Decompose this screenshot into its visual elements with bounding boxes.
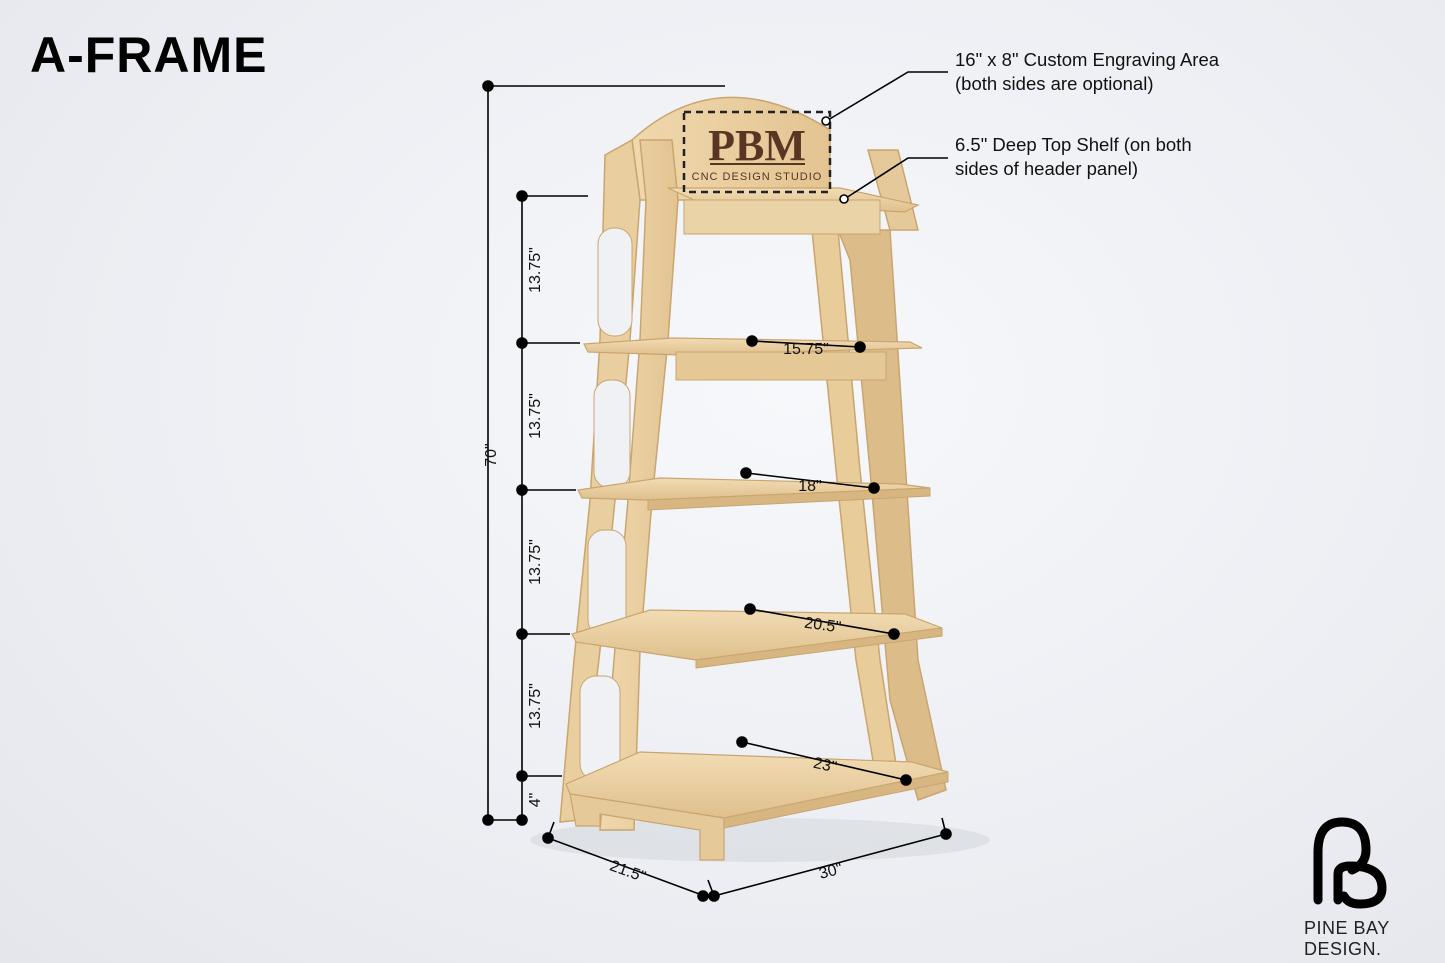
shelf-2-edge: [647, 487, 931, 511]
base-height-label: 4": [527, 793, 544, 808]
shelf-1-front: [675, 351, 887, 381]
spacing-dot-6: [516, 814, 528, 826]
shelf-width-label-4: 23": [812, 755, 839, 777]
spacing-label-2: 13.75": [527, 393, 544, 439]
callout-leaders: [821, 71, 948, 204]
shelf-width-line-4: [741, 741, 907, 781]
spacing-dot-5: [516, 770, 528, 782]
shelf-width-dot-2b: [868, 482, 880, 494]
width-label: 30": [817, 860, 844, 882]
base-skirt: [569, 793, 725, 861]
width-dot-1: [708, 890, 720, 902]
engraving-callout-line2: (both sides are optional): [955, 73, 1154, 94]
engraving-callout: 16" x 8" Custom Engraving Area (both sid…: [955, 48, 1219, 96]
side-panel: [579, 227, 633, 781]
spacing-label-3: 13.75": [527, 539, 544, 585]
ground-shadow: [530, 818, 990, 862]
spacing-label-4: 13.75": [527, 683, 544, 729]
top-shelf-callout: 6.5" Deep Top Shelf (on both sides of he…: [955, 133, 1192, 181]
spacing-dot-4: [516, 628, 528, 640]
top-shelf-leader-end: [839, 194, 849, 204]
spacing-dot-2: [516, 337, 528, 349]
total-height-dot-top: [482, 80, 494, 92]
shelf-width-dot-1a: [746, 335, 758, 347]
depth-line: [547, 837, 703, 896]
dimension-lines: [482, 80, 952, 902]
engraving-subtitle: CNC DESIGN STUDIO: [692, 171, 823, 183]
pb-monogram-icon: [1313, 817, 1387, 909]
header-panel: [631, 96, 831, 201]
spacing-label-1: 13.75": [527, 247, 544, 293]
engraving-area: PBM CNC DESIGN STUDIO: [682, 110, 832, 194]
brand-name: PINE BAY DESIGN.: [1304, 918, 1390, 959]
engraving-leader: [827, 71, 948, 121]
shelf-width-dot-1b: [854, 341, 866, 353]
shelf-3-edge: [695, 627, 943, 669]
engraving-callout-line1: 16" x 8" Custom Engraving Area: [955, 49, 1220, 70]
depth-dot-2: [697, 890, 709, 902]
engraving-initials: PBM: [708, 121, 806, 170]
top-shelf-back: [683, 199, 881, 235]
shelf-width-dot-3b: [888, 628, 900, 640]
shelf-width-line-1: [751, 340, 861, 348]
shelf-width-dot-4b: [900, 774, 912, 786]
total-height-label: 70": [483, 443, 500, 466]
top-shelf-leader: [845, 157, 948, 199]
shelf-width-label-2: 18": [798, 478, 821, 495]
depth-dot-1: [542, 832, 554, 844]
shelves: [565, 187, 949, 861]
shelf-width-line-3: [749, 608, 895, 635]
top-shelf-callout-line1: 6.5" Deep Top Shelf (on both: [955, 134, 1192, 155]
spacing-dot-1: [516, 190, 528, 202]
width-dot-2: [940, 828, 952, 840]
shelf-width-label-1: 15.75": [783, 341, 829, 358]
spacing-dot-3: [516, 484, 528, 496]
page-title: A-FRAME: [30, 27, 268, 83]
width-line: [713, 833, 947, 897]
shelf-width-dot-3a: [744, 603, 756, 615]
top-shelf-callout-line2: sides of header panel): [955, 158, 1139, 179]
shelf-width-dot-4a: [736, 736, 748, 748]
depth-label: 21.5": [607, 857, 647, 886]
shelf-width-line-2: [745, 472, 875, 489]
engraving-leader-end: [821, 116, 831, 126]
shelf-width-dot-2a: [740, 467, 752, 479]
shelf-width-label-3: 20.5": [803, 615, 842, 637]
